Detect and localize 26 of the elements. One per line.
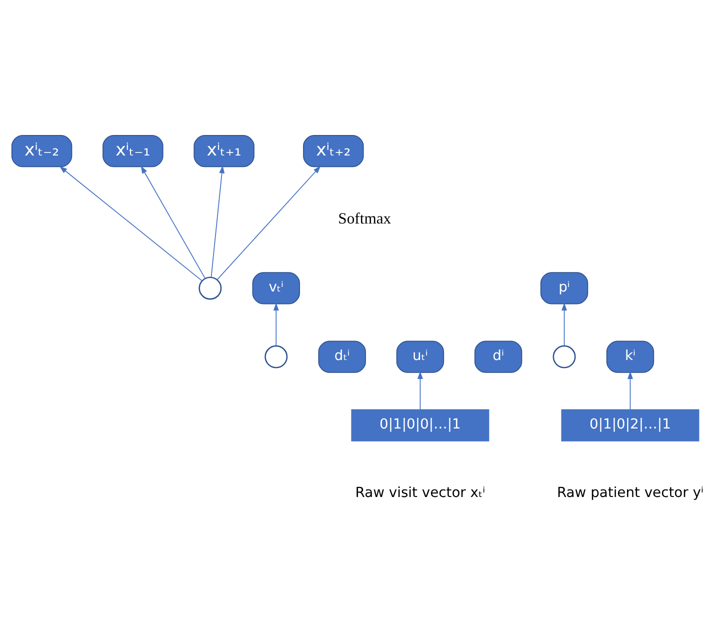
label: Softmax <box>338 210 392 227</box>
node-box: uₜⁱ <box>396 340 444 372</box>
node-box: vₜⁱ <box>252 272 300 304</box>
node-box: dⁱ <box>474 340 522 372</box>
node-circle <box>552 344 576 368</box>
arrow <box>562 302 567 346</box>
arrow <box>210 164 225 278</box>
arrow <box>627 370 633 410</box>
node-box: kⁱ <box>606 340 654 372</box>
node-circle <box>198 276 222 300</box>
node-box: 0|1|0|0|…|1 <box>351 408 490 441</box>
arrow <box>417 370 423 410</box>
node-box: xⁱₜ₊₁ <box>194 134 254 167</box>
node-box: xⁱₜ₋₁ <box>102 134 164 167</box>
node-box: dₜⁱ <box>318 340 366 372</box>
node-box: pⁱ <box>540 272 588 304</box>
arrow <box>273 302 279 346</box>
node-box: xⁱₜ₊₂ <box>303 134 364 167</box>
node-circle <box>264 344 288 368</box>
node-label: Raw visit vector xₜⁱ <box>355 484 486 501</box>
node-box: xⁱₜ₋₂ <box>11 134 72 167</box>
arrow <box>59 166 202 281</box>
node-label: Raw patient vector yⁱ <box>556 484 704 501</box>
node-box: 0|1|0|2|…|1 <box>561 408 700 441</box>
arrow <box>140 165 206 278</box>
arrow <box>216 165 321 280</box>
